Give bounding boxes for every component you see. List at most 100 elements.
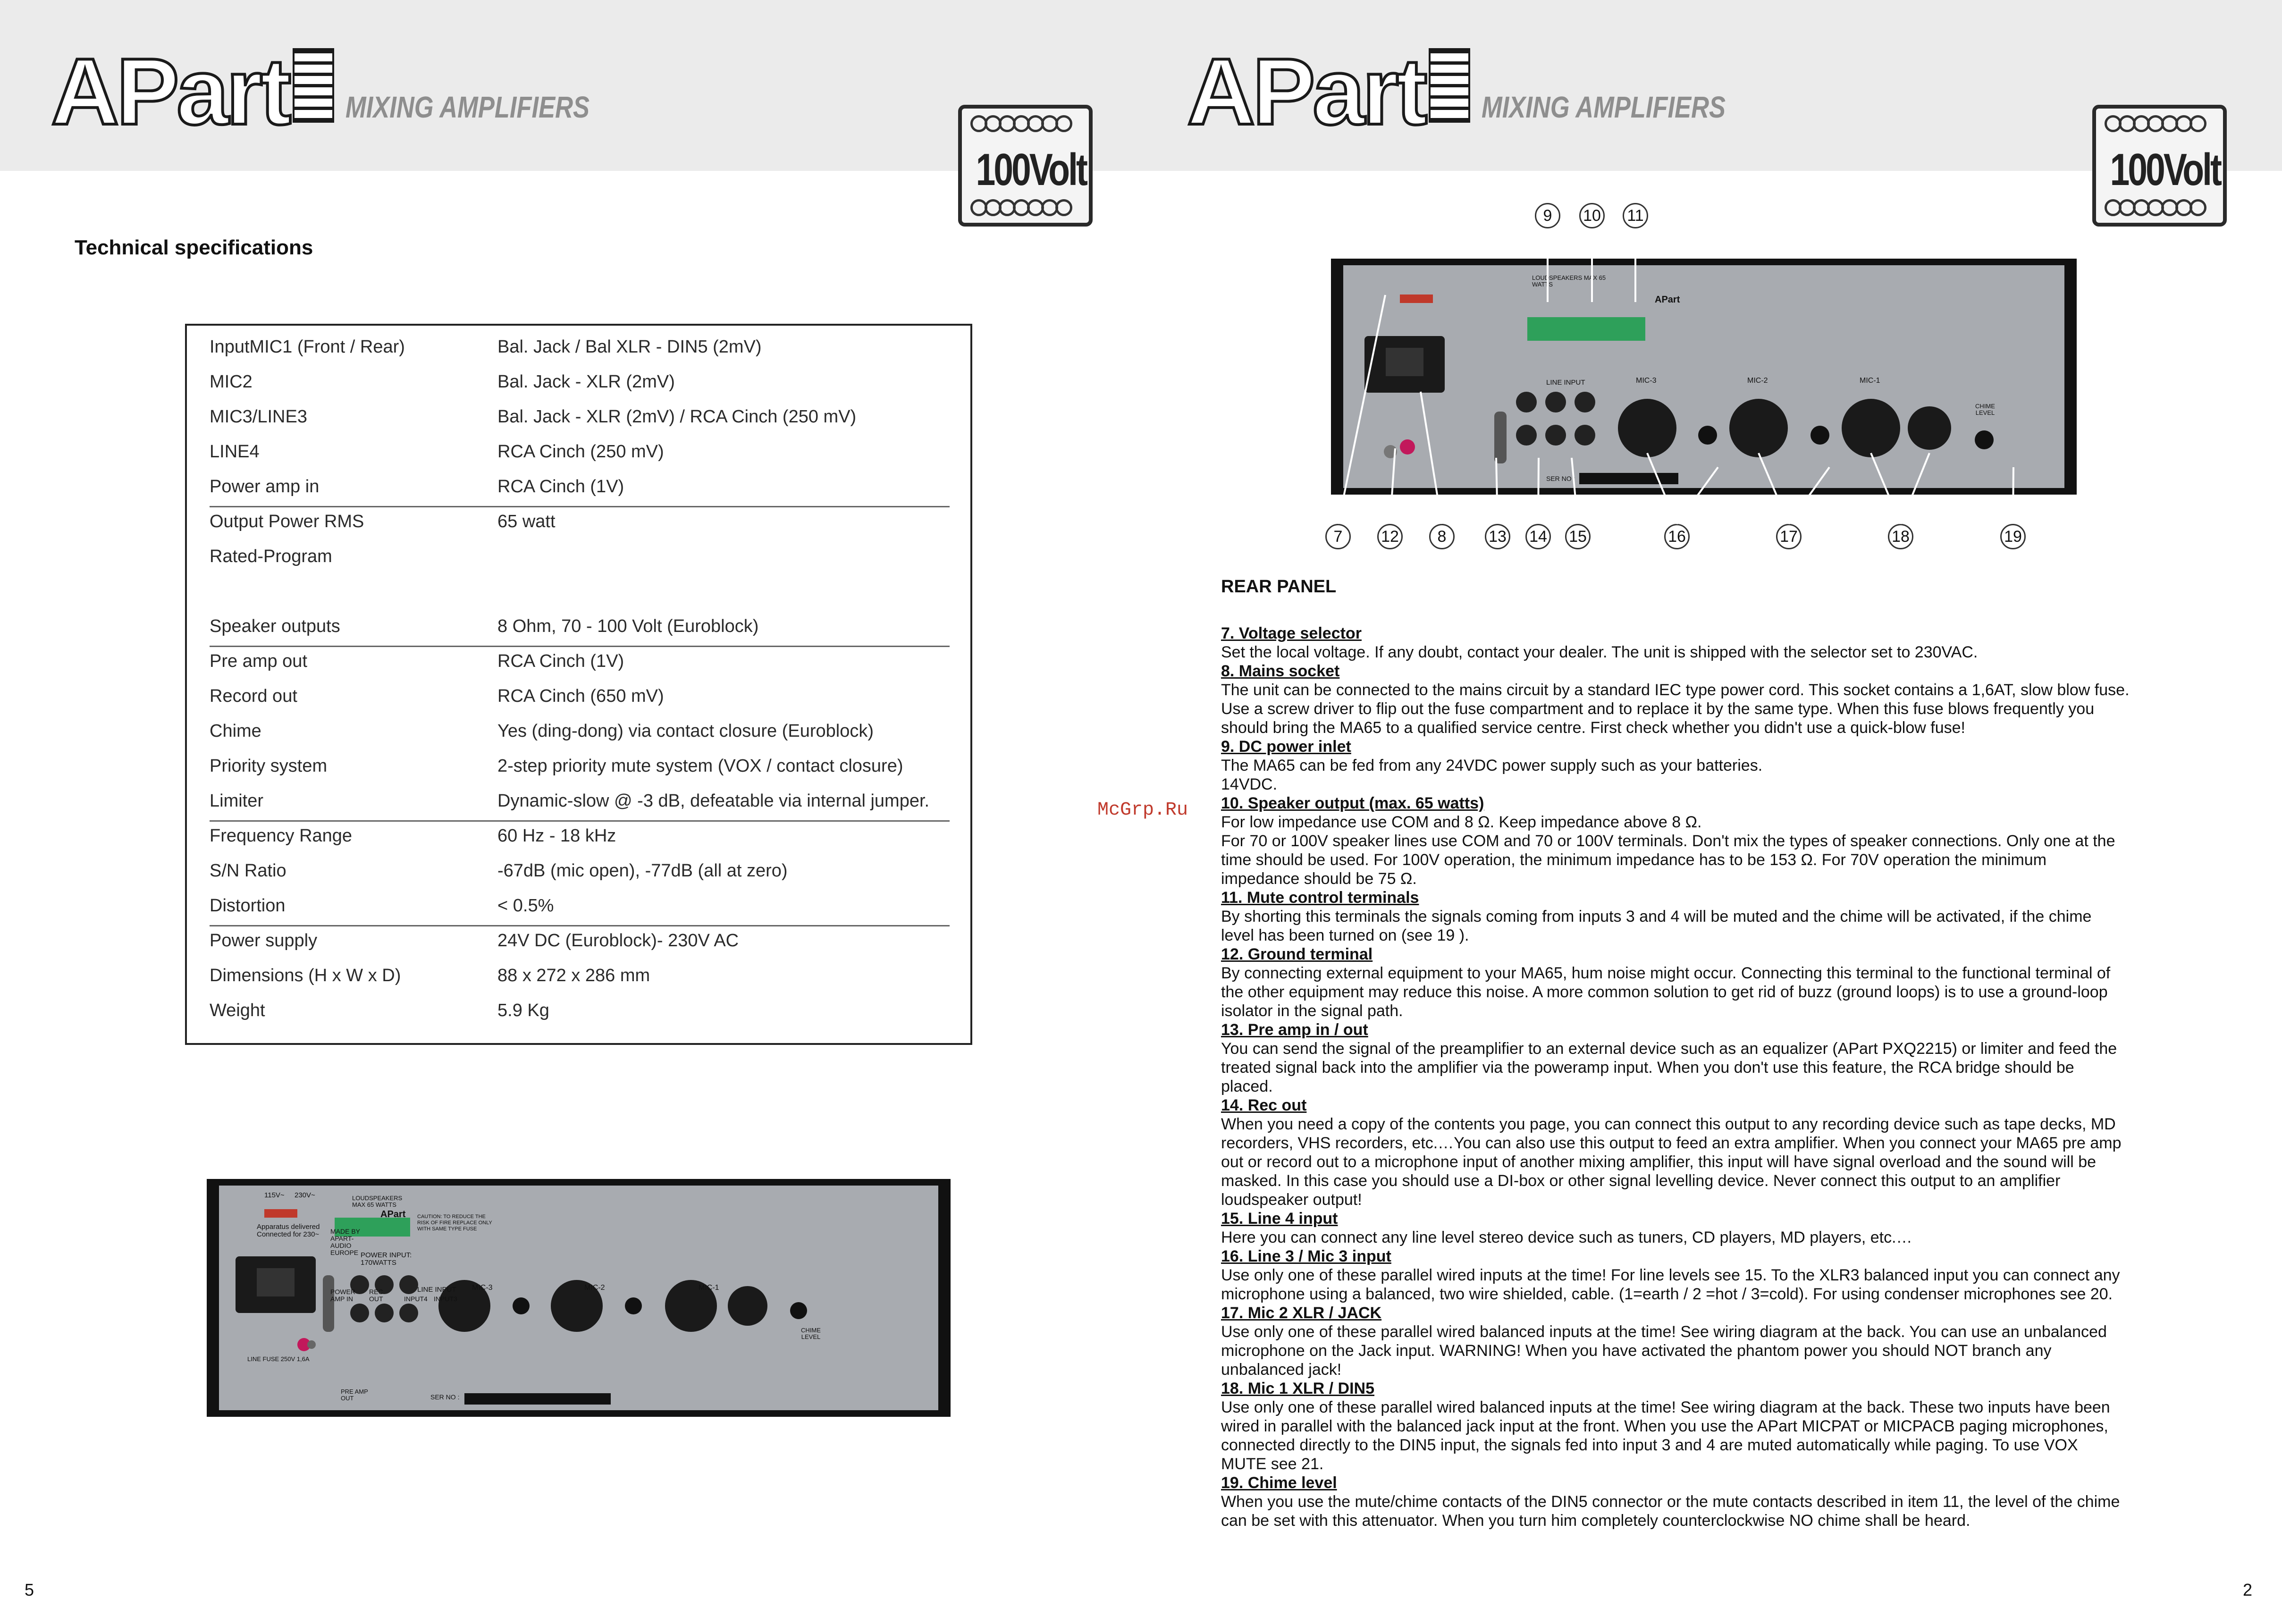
spec-value: Bal. Jack - XLR (2mV) xyxy=(497,372,675,392)
iec-inlet-icon xyxy=(1386,348,1423,376)
panel-label: LINE INPUT xyxy=(417,1286,456,1294)
euroblock-terminal-icon xyxy=(335,1218,410,1237)
spec-row: S/N Ratio-67dB (mic open), -77dB (all at… xyxy=(210,854,948,889)
rca-jack-icon xyxy=(1516,392,1537,412)
spec-value: Yes (ding-dong) via contact closure (Eur… xyxy=(497,721,874,741)
page-number-left: 5 xyxy=(25,1580,34,1599)
xlr-socket-icon xyxy=(1618,399,1676,457)
spec-label: Power supply xyxy=(210,931,318,951)
100volt-badge-left: 100Volt xyxy=(958,105,1093,227)
rca-jack-icon xyxy=(399,1304,418,1322)
spec-value: RCA Cinch (250 mV) xyxy=(497,442,664,462)
spec-row: MIC2 Bal. Jack - XLR (2mV) xyxy=(210,365,948,400)
spec-row: Output Power RMS 65 watt xyxy=(210,505,948,540)
spec-value: 65 watt xyxy=(497,512,556,531)
item-body: Here you can connect any line level ster… xyxy=(1221,1229,1912,1246)
callout-18: 18 xyxy=(1888,524,1913,549)
panel-label: MIC-2 xyxy=(584,1284,605,1292)
spec-value: 88 x 272 x 286 mm xyxy=(497,966,650,985)
item-title: 15. Line 4 input xyxy=(1221,1210,1338,1228)
spec-label: Chime xyxy=(210,721,261,741)
spec-row: InputMIC1 (Front / Rear) Bal. Jack / Bal … xyxy=(210,330,948,365)
iec-inlet-icon xyxy=(257,1268,295,1296)
spec-label: Output Power RMS xyxy=(210,512,364,531)
panel-label: 115V~ xyxy=(264,1191,285,1199)
rca-bridge-icon xyxy=(1494,412,1507,463)
rca-jack-icon xyxy=(1545,425,1566,446)
ground-terminal-icon xyxy=(297,1338,311,1351)
callout-15: 15 xyxy=(1565,524,1591,549)
item-title: 9. DC power inlet xyxy=(1221,738,1351,756)
spec-value: Bal. Jack - XLR (2mV) / RCA Cinch (250 m… xyxy=(497,407,857,427)
logo-bars-right xyxy=(1429,48,1470,123)
item-title: 14. Rec out xyxy=(1221,1096,1307,1114)
spec-value: RCA Cinch (650 mV) xyxy=(497,686,664,706)
item-title: 17. Mic 2 XLR / JACK xyxy=(1221,1304,1382,1322)
panel-label: CHIME LEVEL xyxy=(801,1327,821,1340)
callout-11: 11 xyxy=(1623,203,1648,228)
rca-jack-icon xyxy=(350,1304,369,1322)
spec-label: Distortion xyxy=(210,896,286,916)
coil-icon xyxy=(970,115,1080,132)
euroblock-terminal-icon xyxy=(1527,317,1645,341)
panel-drawing xyxy=(236,1209,807,1405)
din5-socket-icon xyxy=(728,1286,767,1326)
panel-label: MIC-1 xyxy=(699,1284,719,1292)
rca-jack-icon xyxy=(1516,425,1537,446)
item-title: 12. Ground terminal xyxy=(1221,945,1373,963)
panel-drawing xyxy=(1364,295,1994,484)
coil-icon xyxy=(2105,199,2215,216)
divider xyxy=(210,506,950,507)
rca-jack-icon xyxy=(1545,392,1566,412)
item-body: You can send the signal of the preamplif… xyxy=(1221,1040,2117,1095)
spec-row: MIC3/LINE3 Bal. Jack - XLR (2mV) / RCA Ci… xyxy=(210,400,948,435)
rear-panel-photo-left: 115V~ 230V~ Apparatus delivered Connecte… xyxy=(207,1179,951,1417)
item-title: 10. Speaker output (max. 65 watts) xyxy=(1221,794,1484,812)
panel-label: 230V~ xyxy=(295,1191,315,1199)
rear-panel-heading: REAR PANEL xyxy=(1221,577,1337,597)
callout-10: 10 xyxy=(1579,203,1605,228)
spec-label: Pre amp out xyxy=(210,651,307,671)
spec-label: S/N Ratio xyxy=(210,861,286,881)
item-title: 18. Mic 1 XLR / DIN5 xyxy=(1221,1380,1374,1397)
spec-label: Speaker outputs xyxy=(210,616,340,636)
xlr-socket-icon xyxy=(665,1280,717,1332)
panel-label: LINE FUSE 250V 1,6A xyxy=(247,1355,310,1363)
item-title: 8. Mains socket xyxy=(1221,662,1340,680)
spec-label: Weight xyxy=(210,1001,265,1020)
xlr-socket-icon xyxy=(438,1280,490,1332)
spec-label: MIC2 xyxy=(210,372,253,392)
panel-label: MIC-3 xyxy=(1636,377,1657,385)
xlr-socket-icon xyxy=(1729,399,1788,457)
panel-label: INPUT3 xyxy=(434,1295,457,1303)
spec-row: Distortion< 0.5% xyxy=(210,889,948,924)
panel-label: MIC-1 xyxy=(1860,377,1880,385)
item-body: Use only one of these parallel wired bal… xyxy=(1221,1323,2107,1379)
item-title: 11. Mute control terminals xyxy=(1221,889,1419,907)
spec-label: InputMIC1 (Front / Rear) xyxy=(210,337,405,357)
spec-label: MIC3/LINE3 xyxy=(210,407,307,427)
panel-label: MADE BY APART-AUDIO EUROPE xyxy=(330,1228,360,1256)
callout-13: 13 xyxy=(1485,524,1510,549)
xlr-socket-icon xyxy=(1842,399,1900,457)
serial-number-plate xyxy=(464,1393,611,1405)
header-band xyxy=(0,0,2282,171)
panel-label: SER NO : xyxy=(1546,475,1575,482)
spec-value: RCA Cinch (1V) xyxy=(497,477,624,496)
spec-value: Bal. Jack / Bal XLR - DIN5 (2mV) xyxy=(497,337,762,357)
xlr-socket-icon xyxy=(551,1280,603,1332)
item-body: When you need a copy of the contents you… xyxy=(1221,1115,2122,1209)
spec-label: LINE4 xyxy=(210,442,260,462)
panel-label: INPUT4 xyxy=(404,1295,428,1303)
spec-value: 5.9 Kg xyxy=(497,1001,549,1020)
rca-jack-icon xyxy=(1575,425,1595,446)
apart-logo-left: APart xyxy=(50,39,293,144)
